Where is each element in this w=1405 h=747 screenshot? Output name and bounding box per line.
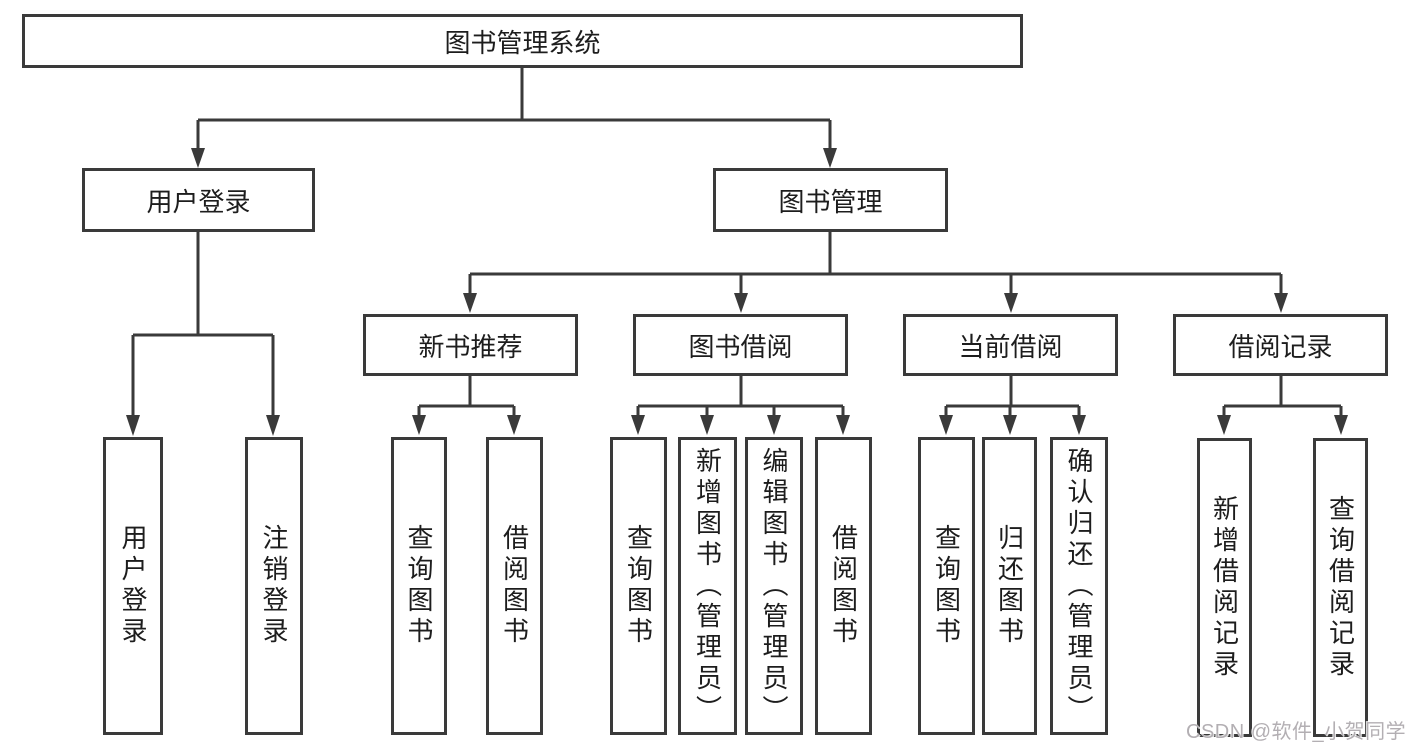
node-current-borrow: 当前借阅 [903, 314, 1118, 376]
node-new-book-recommend: 新书推荐 [363, 314, 578, 376]
csdn-watermark: CSDN @软件_小贺同学 [1186, 721, 1405, 743]
node-label: 归还图书 [994, 524, 1025, 648]
node-user-login-action: 用户登录 [103, 437, 163, 735]
node-label: 当前借阅 [958, 331, 1063, 362]
node-label: 注销登录 [259, 524, 289, 648]
node-label: 查询图书 [931, 524, 962, 648]
node-confirm-return-admin: 确认归还（管理员） [1050, 437, 1108, 735]
node-library-system: 图书管理系统 [22, 14, 1023, 68]
node-query-books-current: 查询图书 [918, 437, 975, 735]
node-label: 图书管理 [778, 186, 883, 217]
node-label: 确认归还（管理员） [1064, 446, 1094, 726]
node-logout-action: 注销登录 [245, 437, 303, 735]
node-label: 借阅记录 [1228, 331, 1333, 362]
node-borrow-books-action: 借阅图书 [815, 437, 872, 735]
node-edit-book-admin: 编辑图书（管理员） [745, 437, 803, 735]
node-label: 新增图书（管理员） [692, 446, 723, 726]
node-label: 查询图书 [623, 524, 654, 648]
node-add-borrow-record: 新增借阅记录 [1197, 438, 1252, 737]
node-label: 查询借阅记录 [1325, 494, 1356, 681]
node-label: 图书管理系统 [444, 27, 601, 58]
node-add-book-admin: 新增图书（管理员） [678, 437, 737, 735]
node-book-management: 图书管理 [713, 168, 948, 232]
arrowheads [126, 148, 1348, 436]
node-label: 查询图书 [404, 524, 434, 648]
node-label: 用户登录 [146, 186, 251, 217]
node-borrow-books-recommend: 借阅图书 [486, 437, 543, 735]
node-label: 新书推荐 [418, 331, 523, 362]
node-query-borrow-record: 查询借阅记录 [1313, 438, 1368, 737]
node-query-books-recommend: 查询图书 [391, 437, 447, 735]
node-label: 借阅图书 [499, 524, 530, 648]
node-label: 新增借阅记录 [1209, 494, 1240, 681]
node-label: 编辑图书（管理员） [759, 446, 789, 726]
node-label: 图书借阅 [688, 331, 793, 362]
node-book-borrow: 图书借阅 [633, 314, 848, 376]
node-user-login: 用户登录 [82, 168, 315, 232]
node-borrow-records: 借阅记录 [1173, 314, 1388, 376]
node-return-book: 归还图书 [982, 437, 1037, 735]
node-label: 借阅图书 [828, 524, 859, 648]
node-query-books-borrow: 查询图书 [610, 437, 667, 735]
node-label: 用户登录 [118, 524, 148, 648]
